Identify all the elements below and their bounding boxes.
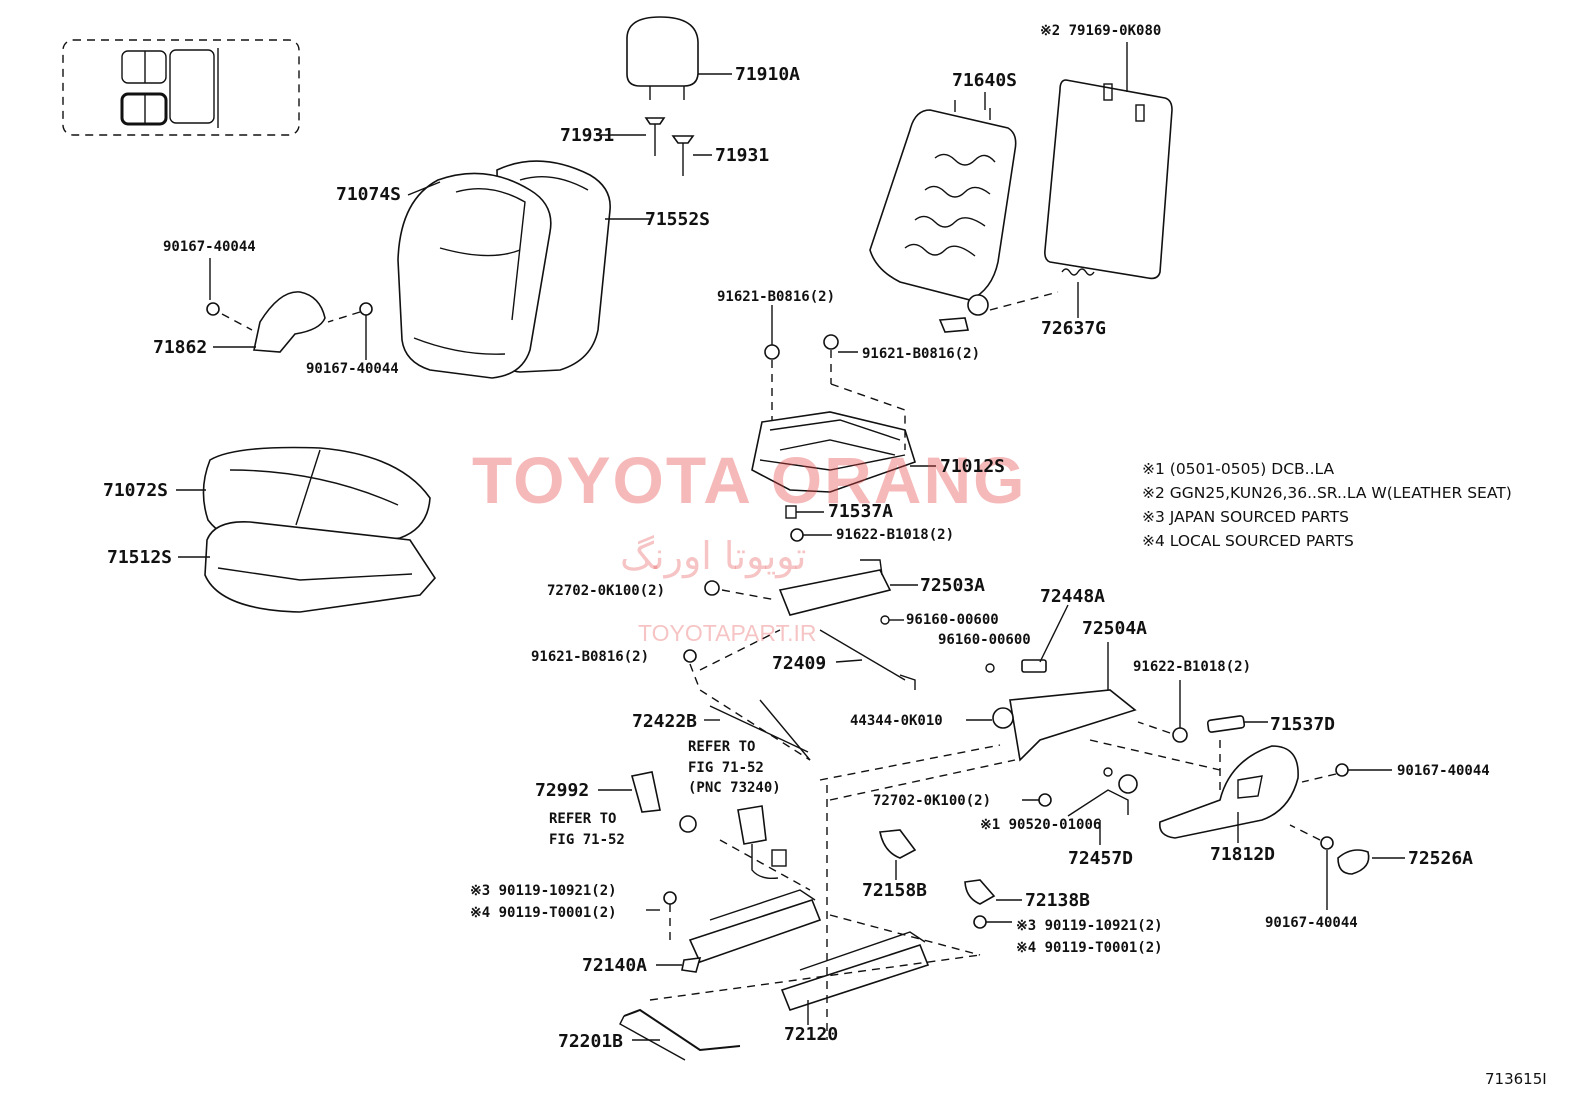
part-label[interactable]: 72140A: [582, 955, 648, 976]
part-label[interactable]: 71537A: [828, 501, 894, 522]
seat-cushion: [176, 446, 437, 613]
side-trim: [1158, 745, 1405, 910]
headrest-supports: [596, 117, 712, 176]
part-label[interactable]: 91621-B0816(2): [862, 346, 981, 362]
part-label[interactable]: 71931: [560, 125, 615, 146]
part-label[interactable]: ※3 90119-10921(2): [470, 883, 617, 899]
part-label[interactable]: 96160-00600: [906, 612, 999, 628]
seatback-cover: [397, 160, 650, 379]
note-2: ※2 GGN25,KUN26,36..SR..LA W(LEATHER SEAT…: [1142, 484, 1512, 502]
watermark-url: TOYOTAPART.IR: [638, 620, 817, 646]
part-label[interactable]: 71862: [153, 337, 208, 358]
part-label[interactable]: 72138B: [1025, 890, 1091, 911]
part-label[interactable]: 71552S: [645, 209, 711, 230]
part-label[interactable]: ※2 79169-0K080: [1040, 23, 1162, 39]
part-label[interactable]: ※4 90119-T0001(2): [470, 905, 617, 921]
part-label[interactable]: 91621-B0816(2): [531, 649, 650, 665]
part-label: FIG 71-52: [688, 760, 764, 776]
part-label[interactable]: 72992: [535, 780, 590, 801]
note-1: ※1 (0501-0505) DCB..LA: [1142, 460, 1335, 478]
note-3: ※3 JAPAN SOURCED PARTS: [1142, 508, 1349, 526]
part-label[interactable]: 91622-B1018(2): [836, 527, 955, 543]
part-label[interactable]: 72158B: [862, 880, 928, 901]
seat-position-inset: [62, 39, 300, 136]
part-label[interactable]: 90167-40044: [306, 361, 399, 377]
part-label[interactable]: 71072S: [103, 480, 169, 501]
part-label[interactable]: 72448A: [1040, 586, 1106, 607]
part-label[interactable]: ※4 90119-T0001(2): [1016, 940, 1163, 956]
seat-cushion-frame: [751, 305, 936, 519]
part-label: (PNC 73240): [688, 780, 781, 796]
side-shield: [206, 258, 373, 360]
part-label[interactable]: 71812D: [1210, 844, 1276, 865]
part-label[interactable]: 71074S: [336, 184, 402, 205]
headrest: [626, 16, 732, 100]
part-label[interactable]: 71512S: [107, 547, 173, 568]
part-label[interactable]: 72422B: [632, 711, 698, 732]
part-label: REFER TO: [688, 739, 756, 755]
part-label: REFER TO: [549, 811, 617, 827]
part-label[interactable]: 71012S: [940, 456, 1006, 477]
assembly-guides: [649, 739, 1221, 1040]
part-label[interactable]: 72457D: [1068, 848, 1134, 869]
part-label[interactable]: 71640S: [952, 70, 1018, 91]
recliner-adjusters: [683, 528, 1268, 845]
part-label: FIG 71-52: [549, 832, 625, 848]
watermark-brand-persian: تویوتا اورنگ: [620, 534, 807, 578]
seat-tracks: [619, 889, 930, 1061]
seatback-frame: [869, 92, 1059, 333]
part-label[interactable]: 72409: [772, 653, 827, 674]
part-label[interactable]: 91622-B1018(2): [1133, 659, 1252, 675]
part-label[interactable]: 71931: [715, 145, 770, 166]
part-label[interactable]: 72120: [784, 1024, 839, 1045]
part-label[interactable]: 72526A: [1408, 848, 1474, 869]
part-label[interactable]: 71537D: [1270, 714, 1336, 735]
lower-components: [598, 771, 1022, 940]
figure-id: 713615I: [1485, 1070, 1547, 1088]
part-label[interactable]: 72637G: [1041, 318, 1107, 339]
part-label[interactable]: 44344-0K010: [850, 713, 943, 729]
part-label[interactable]: 72702-0K100(2): [873, 793, 992, 809]
note-4: ※4 LOCAL SOURCED PARTS: [1142, 532, 1354, 550]
part-label[interactable]: 72504A: [1082, 618, 1148, 639]
part-label[interactable]: 91621-B0816(2): [717, 289, 836, 305]
part-label[interactable]: ※3 90119-10921(2): [1016, 918, 1163, 934]
part-label[interactable]: 72201B: [558, 1031, 624, 1052]
part-label[interactable]: 71910A: [735, 64, 801, 85]
part-label[interactable]: 72702-0K100(2): [547, 583, 666, 599]
part-label[interactable]: 90167-40044: [1397, 763, 1490, 779]
seatback-board: [1044, 42, 1173, 280]
part-label[interactable]: 90167-40044: [163, 239, 256, 255]
part-label[interactable]: 72503A: [920, 575, 986, 596]
part-label[interactable]: 90167-40044: [1265, 915, 1358, 931]
part-label[interactable]: ※1 90520-01006: [980, 817, 1102, 833]
spring: [1061, 268, 1095, 318]
watermark-brand: TOYOTA ORANG: [472, 443, 1027, 517]
part-label[interactable]: 96160-00600: [938, 632, 1031, 648]
